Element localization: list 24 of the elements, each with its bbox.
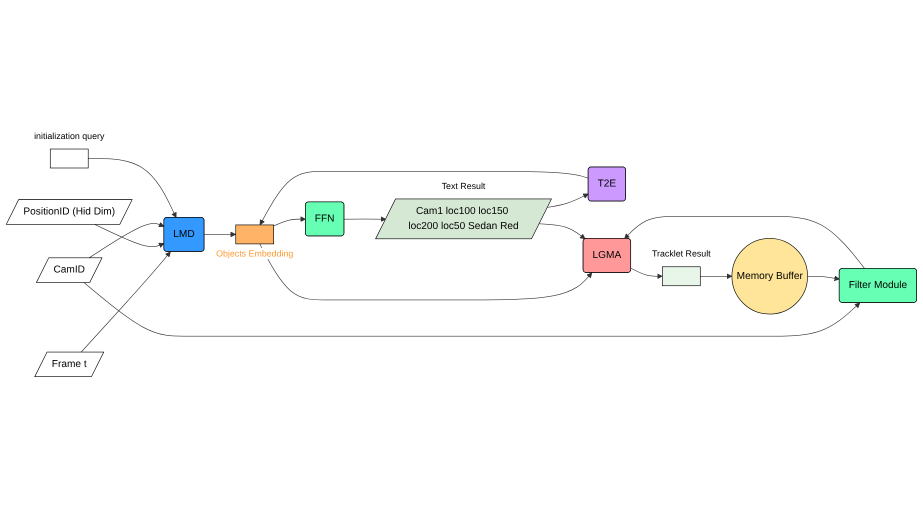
node-caption: Tracklet Result <box>652 248 711 259</box>
node-caption: Objects Embedding <box>216 248 294 259</box>
arrow <box>624 216 866 269</box>
node-box <box>50 148 89 168</box>
arrow <box>94 224 164 248</box>
arrow <box>630 268 663 280</box>
arrow <box>80 252 171 353</box>
node-circle: Memory Buffer <box>732 238 808 314</box>
arrow <box>88 222 164 258</box>
arrow <box>539 224 586 240</box>
node-caption: Text Result <box>442 180 486 191</box>
arrow <box>84 282 860 337</box>
arrow <box>807 276 840 282</box>
arrow <box>273 216 306 226</box>
arrow <box>344 216 386 222</box>
arrow <box>700 273 732 280</box>
arrow <box>204 232 236 238</box>
node-box <box>235 224 274 244</box>
arrow <box>260 171 589 226</box>
node-box <box>662 266 701 286</box>
node-caption: initialization query <box>34 130 104 141</box>
arrow <box>88 158 177 218</box>
arrow <box>259 244 592 300</box>
arrow <box>547 194 589 208</box>
